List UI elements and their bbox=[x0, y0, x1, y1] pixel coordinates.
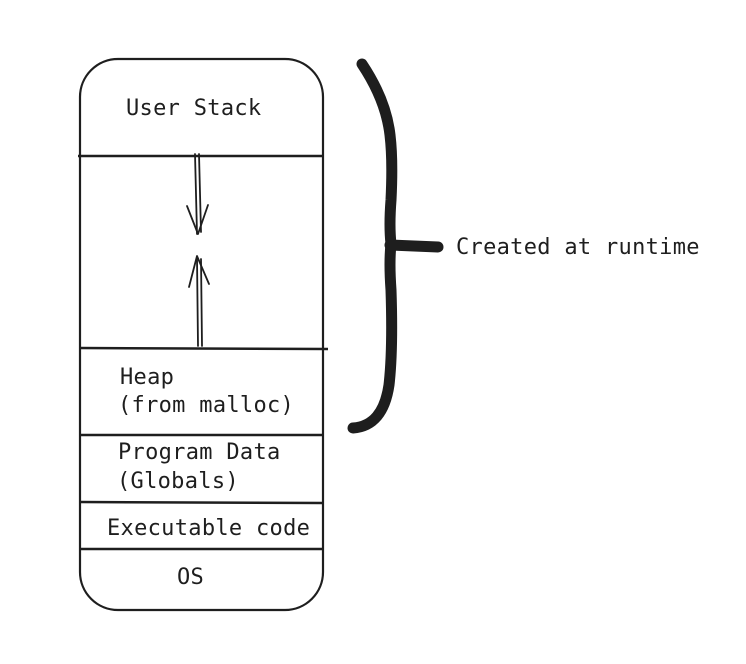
program-data-label: Program Data bbox=[118, 440, 281, 465]
heap-growth-arrow-icon bbox=[188, 255, 210, 347]
heap-label: Heap bbox=[120, 365, 175, 390]
divider-gap-heap bbox=[78, 346, 329, 351]
memory-block-outline bbox=[78, 57, 325, 612]
user-stack-label: User Stack bbox=[126, 96, 262, 121]
stack-growth-arrow-icon bbox=[186, 153, 209, 235]
program-data-sublabel: (Globals) bbox=[117, 469, 239, 494]
brace-annotation-label: Created at runtime bbox=[456, 235, 700, 260]
executable-code-label: Executable code bbox=[107, 516, 311, 541]
divider-data-code bbox=[79, 500, 324, 505]
heap-sublabel: (from malloc) bbox=[118, 393, 295, 418]
brace-pointer bbox=[384, 239, 444, 253]
os-label: OS bbox=[177, 565, 205, 590]
